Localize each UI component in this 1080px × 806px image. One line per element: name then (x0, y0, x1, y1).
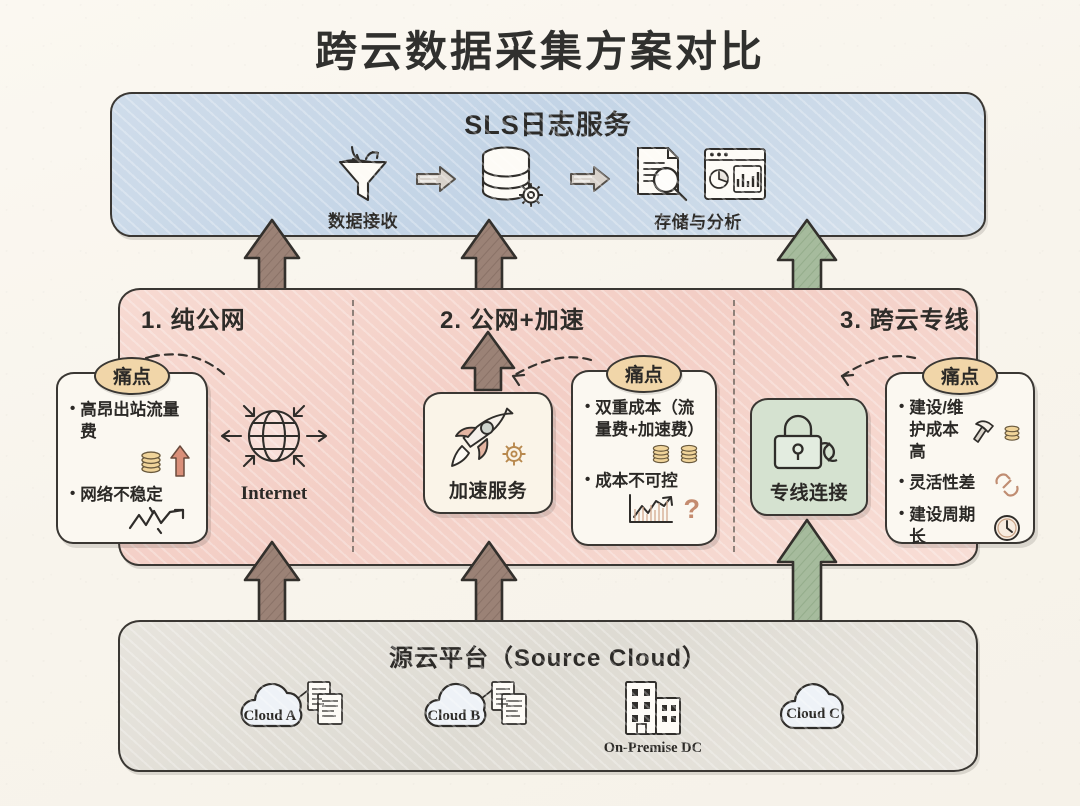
coins-icon (650, 442, 672, 464)
pain-badge-3: 痛点 (921, 357, 999, 395)
clock-icon (992, 513, 1022, 543)
source-item-label: Cloud B (427, 708, 481, 724)
cloud-icon (774, 676, 860, 738)
chain-icon (992, 471, 1022, 499)
globe-icon (214, 390, 334, 482)
pain-connector-3 (820, 348, 920, 390)
up-arrow-col1-bottom (243, 540, 301, 632)
building-icon (620, 676, 686, 738)
pain-item: • 网络不稳定 (70, 485, 195, 507)
node-dedicated-label: 专线连接 (769, 482, 848, 504)
pain-item: • 高昂出站流量费 (70, 400, 195, 444)
node-internet: Internet (208, 388, 340, 506)
column-divider-2 (733, 300, 735, 552)
document-search-icon (628, 144, 692, 206)
pain-row: • 灵活性差 (899, 471, 1022, 499)
pain-item-icons (70, 506, 191, 535)
pain-item-icons (585, 442, 700, 464)
pain-card-2: 痛点 • 双重成本（流量费+加速费） (571, 355, 717, 546)
pain-item: • 灵活性差 (899, 473, 988, 495)
pain-item: • 建设周期长 (899, 505, 988, 549)
sls-stage-analyze: 存储与分析 (628, 144, 768, 233)
coins-icon (1002, 422, 1022, 442)
trend-chart-icon (626, 492, 678, 526)
source-cloud-panel: 源云平台（Source Cloud） (118, 620, 978, 772)
up-arrow-icon (169, 444, 191, 478)
coins-icon (678, 442, 700, 464)
column-heading-3: 3. 跨云专线 (840, 307, 970, 334)
pain-item-text: 建设/维护成本高 (909, 399, 964, 461)
pain-item-text: 成本不可控 (595, 471, 678, 490)
pain-badge-2: 痛点 (605, 355, 683, 393)
up-arrow-col2-bottom (460, 540, 518, 632)
source-item-label: Cloud C (786, 706, 840, 722)
cloud-docs-icon (420, 676, 532, 738)
pain-connector-2 (487, 348, 597, 390)
node-dedicated-line: 专线连接 (750, 398, 868, 516)
bullet-icon: • (70, 484, 76, 502)
rocket-gear-icon (442, 404, 534, 474)
bullet-icon: • (899, 473, 905, 491)
bullet-icon: • (899, 505, 905, 523)
hammer-icon (972, 418, 998, 446)
sls-stage-analyze-label: 存储与分析 (654, 212, 742, 232)
pain-item-icons (70, 444, 191, 478)
dashboard-icon (702, 146, 768, 204)
database-gear-icon (474, 143, 552, 217)
source-item-cloud-c: Cloud C (774, 676, 860, 738)
pain-item: • 双重成本（流量费+加速费） (585, 398, 704, 442)
node-internet-label: Internet (240, 482, 308, 504)
pain-item-text: 网络不稳定 (80, 485, 163, 504)
column-heading-1: 1. 纯公网 (141, 307, 246, 334)
pain-card-1: 痛点 • 高昂出站流量费 • 网络不稳定 (56, 357, 208, 544)
bullet-icon: • (585, 398, 591, 415)
coins-icon (139, 448, 163, 474)
pain-item-text: 高昂出站流量费 (80, 401, 180, 441)
lock-chain-icon (763, 410, 855, 476)
sls-pipeline-row: 数据接收 (112, 142, 984, 234)
pain-row: • 建设/维护成本高 (899, 398, 1022, 465)
pain-item-text: 建设周期长 (909, 506, 976, 547)
node-acceleration-service: 加速服务 (423, 392, 553, 514)
page-title: 跨云数据采集方案对比 (314, 27, 765, 76)
pain-card-3: 痛点 • 建设/维护成本高 (885, 357, 1035, 546)
pain-badge-1: 痛点 (93, 357, 171, 395)
pain-item-icons: ? (585, 492, 700, 526)
source-item-on-premise-dc: On-Premise DC (604, 676, 702, 757)
source-cloud-title: 源云平台（Source Cloud） (388, 645, 707, 672)
source-cloud-items: Cloud A (120, 676, 976, 768)
node-acceleration-label: 加速服务 (448, 480, 527, 502)
source-item-label: Cloud A (243, 708, 297, 724)
column-heading-2: 2. 公网+加速 (440, 307, 585, 334)
pain-item-text: 双重成本（流量费+加速费） (595, 399, 704, 439)
funnel-icon (330, 145, 396, 205)
pain-item: • 成本不可控 (585, 471, 704, 493)
sls-stage-ingest-label: 数据接收 (328, 211, 398, 231)
sls-title: SLS日志服务 (464, 110, 632, 140)
arrow-right-icon (414, 164, 458, 194)
source-item-cloud-a: Cloud A (236, 676, 348, 738)
bullet-icon: • (70, 400, 76, 417)
sls-banner-panel: SLS日志服务 数据接收 (110, 92, 986, 237)
pain-row: • 建设周期长 (899, 505, 1022, 551)
volatile-trend-icon (127, 506, 191, 535)
bullet-icon: • (899, 398, 905, 415)
up-arrow-col3-bottom (776, 518, 838, 632)
up-arrow-col2-mid (460, 330, 516, 392)
sls-stage-ingest: 数据接收 (328, 145, 398, 232)
source-item-cloud-b: Cloud B (420, 676, 532, 738)
pain-item: • 建设/维护成本高 (899, 398, 968, 463)
question-mark-icon: ? (683, 493, 701, 524)
cloud-docs-icon (236, 676, 348, 738)
pain-item-text: 灵活性差 (909, 474, 976, 493)
bullet-icon: • (585, 470, 591, 488)
arrow-right-icon (568, 164, 612, 194)
source-item-label: On-Premise DC (603, 740, 703, 756)
column-divider-1 (352, 300, 354, 552)
